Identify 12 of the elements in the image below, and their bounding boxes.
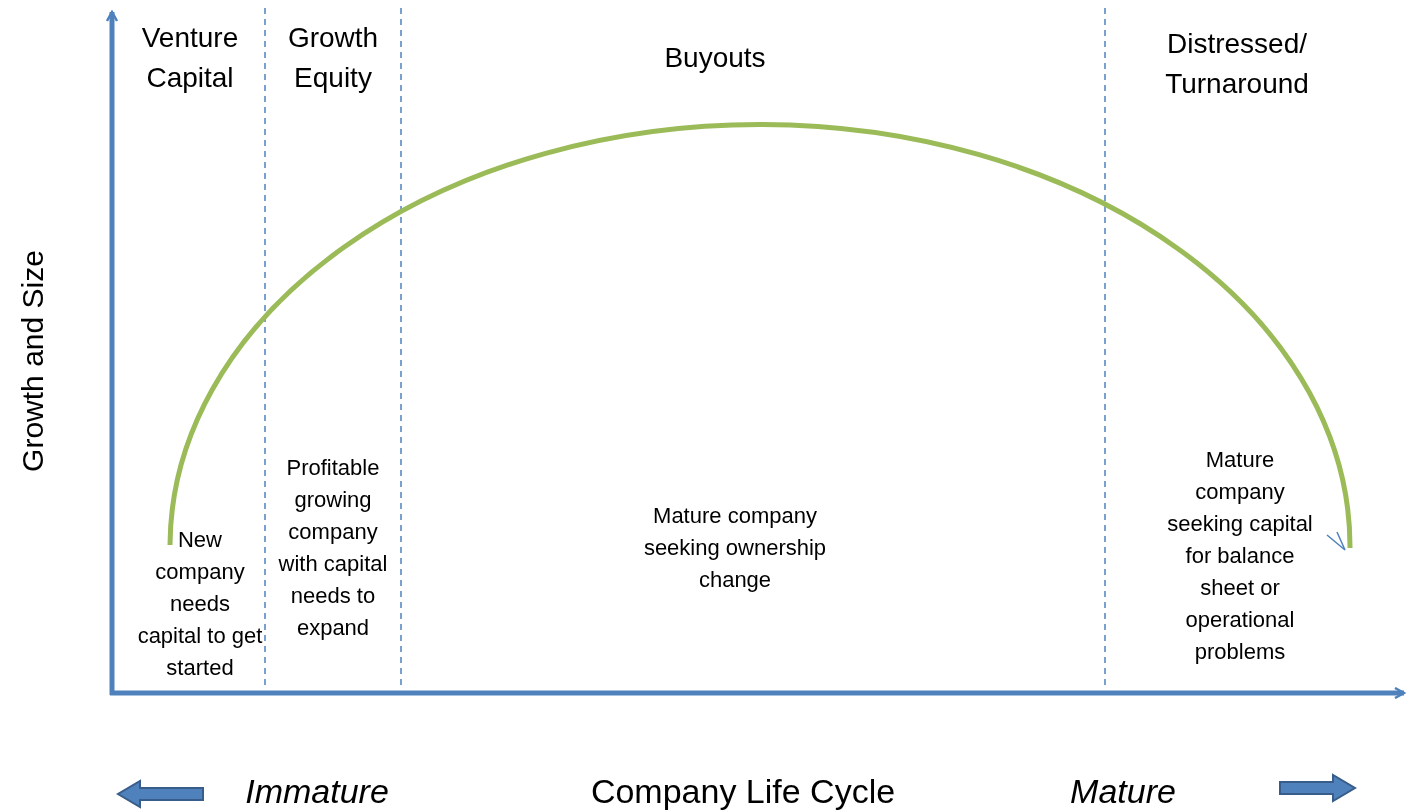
description-text: Mature company seeking ownership change [642, 502, 828, 594]
column-heading: Venture Capital [140, 21, 240, 95]
scale-label: Immature [244, 771, 390, 811]
axis-title: Company Life Cycle [589, 771, 897, 811]
axis-title: Growth and Size [15, 249, 50, 474]
column-heading: Buyouts [663, 41, 767, 75]
column-heading: Distressed/ Turnaround [1164, 27, 1310, 101]
description-text: Mature company seeking capital for balance sheet or operational problems [1166, 446, 1314, 666]
column-heading: Growth Equity [286, 21, 380, 95]
description-text: Profitable growing company with capital needs to expand [277, 454, 389, 642]
description-text: New company needs capital to get started [136, 526, 264, 682]
scale-label: Mature [1069, 771, 1177, 811]
